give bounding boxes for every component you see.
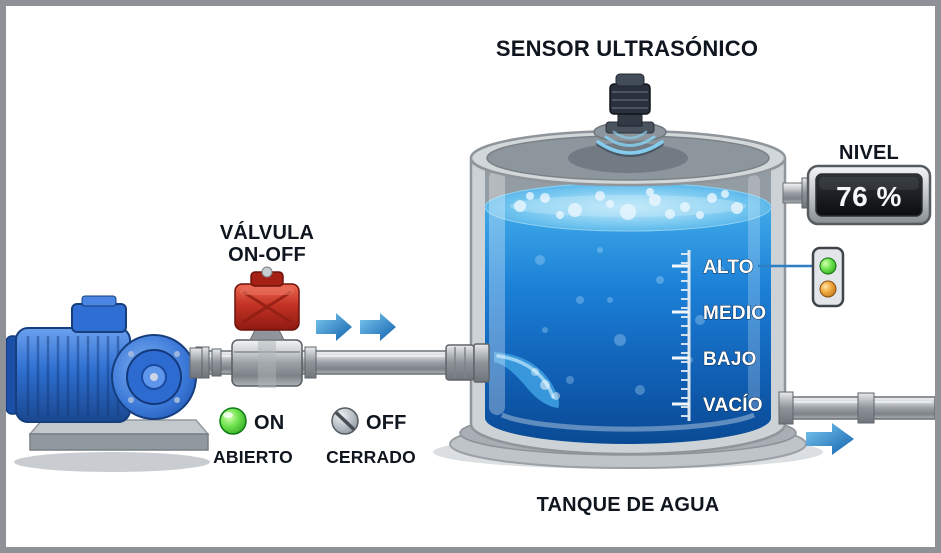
led-panel xyxy=(811,246,845,308)
scale-label-vacio: VACÍO xyxy=(703,394,763,416)
water-surface xyxy=(484,182,772,232)
pump-base xyxy=(28,419,210,451)
pump xyxy=(5,295,210,472)
pump-housing xyxy=(111,334,197,420)
green-led-icon xyxy=(819,257,837,275)
legend-on-light-icon xyxy=(219,407,247,435)
nivel-display: 76 % xyxy=(782,164,932,226)
outlet-flange xyxy=(778,391,794,425)
ultrasonic-sensor xyxy=(593,73,667,157)
tank-inlet-flange xyxy=(473,343,490,383)
inlet-jet xyxy=(494,352,560,408)
tank-water xyxy=(485,207,771,444)
scale-minor-ticks xyxy=(681,253,689,417)
motor-fins xyxy=(26,336,120,416)
legend-on-label: ON xyxy=(254,412,284,434)
scale-major-ticks xyxy=(672,264,689,406)
scale-label-medio: MEDIO xyxy=(703,303,766,324)
flow-arrows xyxy=(316,313,396,341)
water-bubbles xyxy=(535,247,724,395)
level-scale: ALTO MEDIO BAJO VACÍO xyxy=(672,250,767,421)
pipe-flange xyxy=(304,346,317,379)
valve-label-line1: VÁLVULA xyxy=(220,221,314,244)
valve xyxy=(231,266,303,388)
outlet-pipe xyxy=(778,391,936,425)
flow-arrow-icon xyxy=(360,313,396,341)
legend-off-state: CERRADO xyxy=(326,447,416,467)
terminal-box xyxy=(71,303,127,333)
legend: ON ABIERTO OFF CERRADO xyxy=(213,407,416,467)
tank xyxy=(469,129,787,456)
amber-led-icon xyxy=(819,280,837,298)
scale-label-alto: ALTO xyxy=(703,257,754,278)
sensor-waves-icon xyxy=(596,130,664,157)
pump-shadow xyxy=(14,452,210,472)
flow-arrow-icon xyxy=(316,313,352,341)
nivel-value: 76 % xyxy=(836,181,902,212)
scale-label-bajo: BAJO xyxy=(703,349,757,370)
outlet-arrow-icon xyxy=(806,423,854,455)
legend-on-state: ABIERTO xyxy=(213,447,293,467)
outlet-coupling xyxy=(857,392,875,424)
legend-off-label: OFF xyxy=(366,412,407,434)
nivel-label: NIVEL xyxy=(839,142,899,164)
valve-label-line2: ON-OFF xyxy=(228,244,306,266)
valve-screw xyxy=(261,266,273,278)
display-screen xyxy=(815,173,923,217)
tank-rim xyxy=(469,129,787,187)
valve-actuator xyxy=(234,266,300,331)
pipe-flange xyxy=(211,348,222,377)
tank-label: TANQUE DE AGUA xyxy=(537,494,720,516)
sensor-label: SENSOR ULTRASÓNICO xyxy=(496,36,758,61)
glass-highlights xyxy=(489,170,760,432)
pump-outlet-flange xyxy=(189,347,203,379)
pipe-union xyxy=(445,344,475,381)
